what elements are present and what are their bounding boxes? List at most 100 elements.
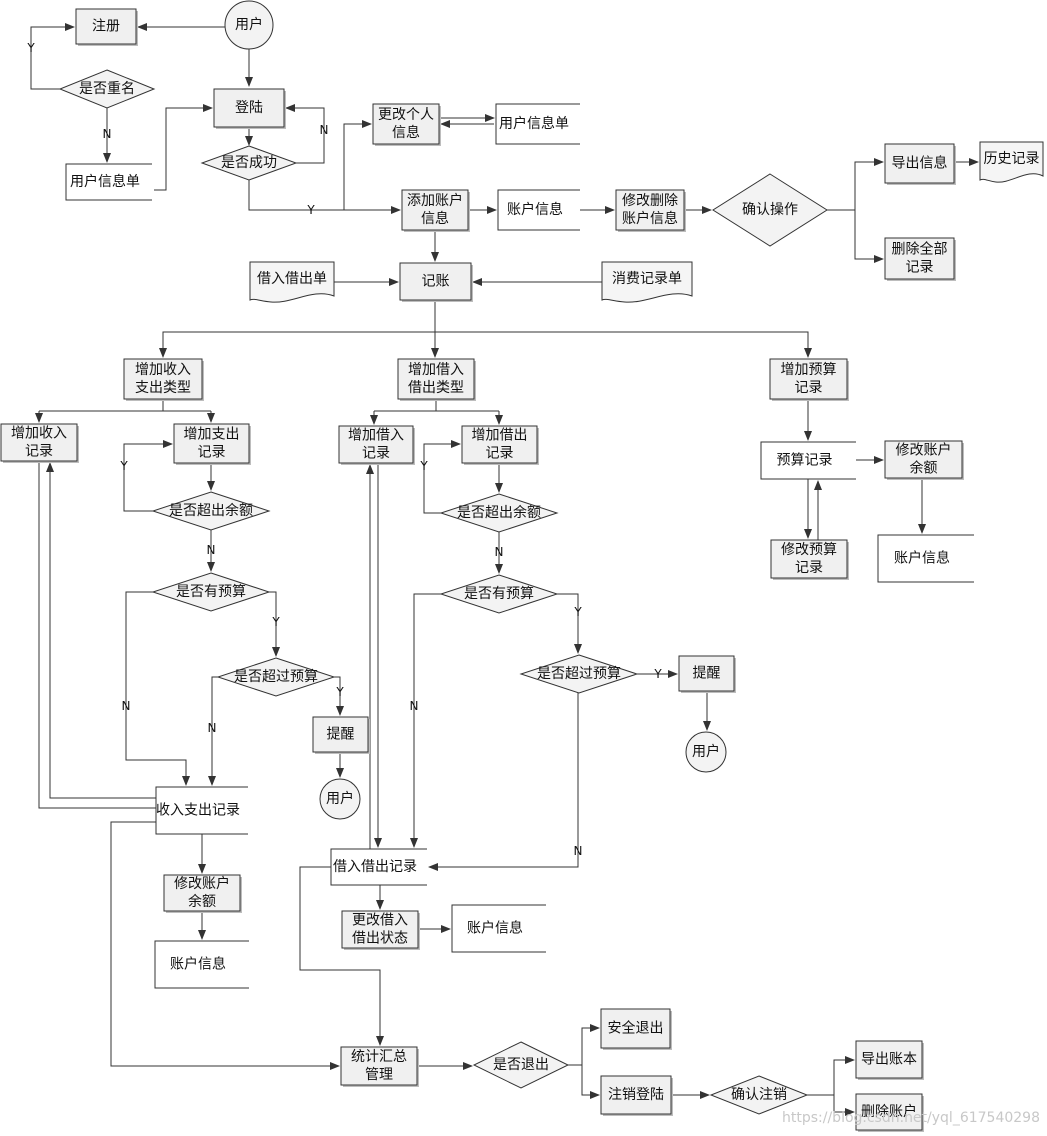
delete-all-label: 删除全部 <box>892 241 948 258</box>
login-ok-decision: 是否成功 <box>200 145 298 181</box>
connector-line <box>854 210 884 263</box>
no-label: N <box>574 844 583 858</box>
watermark: https://blog.csdn.net/yql_617540298 <box>782 1110 1040 1126</box>
modify-balance-1-label: 余额 <box>188 893 216 910</box>
modify-delete-account-label: 账户信息 <box>622 210 678 227</box>
user-2-terminator: 用户 <box>685 731 727 773</box>
user-top-label: 用户 <box>235 16 263 33</box>
connector-line <box>428 693 579 871</box>
account-info-2-label: 账户信息 <box>467 920 523 937</box>
account-info-3-label: 账户信息 <box>894 550 950 567</box>
connector-line <box>827 158 884 211</box>
consume-form-document: 消费记录单 <box>601 261 693 303</box>
add-account-label: 添加账户 <box>407 192 463 209</box>
connector-line <box>269 591 280 657</box>
connector-line <box>248 180 401 214</box>
user-info-left-label: 用户信息单 <box>70 173 140 190</box>
add-expense-record-label: 记录 <box>198 445 226 461</box>
connector-line <box>208 676 218 786</box>
user-1-label: 用户 <box>326 790 354 807</box>
borrow-lend-form-document: 借入借出单 <box>249 261 335 303</box>
yes-label: Y <box>573 605 582 619</box>
connector-line <box>334 676 344 716</box>
logout-label: 注销登陆 <box>608 1087 664 1103</box>
bookkeeping-box: 记账 <box>399 262 473 302</box>
budget-record-label: 预算记录 <box>777 453 833 469</box>
logout-box: 注销登陆 <box>600 1075 673 1116</box>
register-label: 注册 <box>92 19 120 35</box>
borrow-records-label: 借入借出记录 <box>333 859 417 875</box>
no-label: N <box>122 699 131 713</box>
over-budget-1-decision: 是否超过预算 <box>216 657 336 697</box>
yes-label: Y <box>26 41 35 55</box>
change-personal-label: 更改个人 <box>378 107 434 123</box>
delete-account-box: 删除账户 <box>855 1093 924 1132</box>
stats-label: 统计汇总 <box>351 1049 407 1065</box>
connector-line <box>159 331 435 358</box>
inout-records-label: 收入支出记录 <box>156 803 240 819</box>
add-budget-record-label: 记录 <box>795 380 823 396</box>
remind-1-label: 提醒 <box>327 727 355 743</box>
user-2-label: 用户 <box>692 743 720 760</box>
connector-line <box>410 593 441 848</box>
login-label: 登陆 <box>235 100 263 116</box>
delete-account-label: 删除账户 <box>861 1103 917 1120</box>
consume-form-label: 消费记录单 <box>612 271 682 287</box>
add-account-label: 信息 <box>421 210 449 227</box>
no-label: N <box>320 123 329 137</box>
add-borrow-type-label: 增加借入 <box>408 362 464 378</box>
connector-line <box>833 1095 855 1116</box>
yes-label: Y <box>306 203 315 217</box>
over-balance-1-label: 是否超出余额 <box>169 502 253 519</box>
connector-line <box>30 23 75 90</box>
over-budget-1-label: 是否超过预算 <box>234 669 318 685</box>
export-info-box: 导出信息 <box>884 143 956 185</box>
login-box: 登陆 <box>213 88 286 129</box>
add-expense-record-label: 增加支出 <box>184 427 240 443</box>
history-label: 历史记录 <box>984 151 1040 167</box>
account-info-top-datastore: 账户信息 <box>497 189 580 231</box>
exit-q-label: 是否退出 <box>493 1057 549 1073</box>
modify-budget-record-label: 修改预算 <box>781 542 837 558</box>
connector-line <box>807 1056 855 1096</box>
over-balance-2-decision: 是否超出余额 <box>439 493 559 533</box>
add-income-record-label: 记录 <box>25 444 53 460</box>
user-info-right-label: 用户信息单 <box>499 115 569 132</box>
over-budget-2-decision: 是否超过预算 <box>519 654 639 694</box>
over-balance-1-decision: 是否超出余额 <box>151 491 271 531</box>
stats-label: 管理 <box>365 1067 393 1083</box>
account-info-1-label: 账户信息 <box>170 956 226 973</box>
budget-record-datastore: 预算记录 <box>760 441 856 480</box>
modify-delete-account-label: 修改删除 <box>622 193 678 209</box>
remind-2-box: 提醒 <box>678 655 736 693</box>
add-inout-type-label: 支出类型 <box>135 380 191 396</box>
user-1-terminator: 用户 <box>319 778 361 820</box>
add-lend-record-label: 记录 <box>486 446 514 462</box>
change-personal-label: 信息 <box>392 124 420 141</box>
export-info-label: 导出信息 <box>892 155 948 172</box>
connector-line <box>581 1065 600 1099</box>
confirm-op-decision: 确认操作 <box>712 173 828 247</box>
connector-line <box>46 462 156 799</box>
dup-name-label: 是否重名 <box>79 81 135 97</box>
add-borrow-record-label: 增加借入 <box>348 428 404 444</box>
dup-name-decision: 是否重名 <box>58 69 156 109</box>
account-info-top-label: 账户信息 <box>507 201 563 218</box>
change-borrow-status-label: 更改借入 <box>352 913 408 929</box>
no-label: N <box>207 543 216 557</box>
add-inout-type-label: 增加收入 <box>135 362 191 378</box>
register-box: 注册 <box>75 8 138 46</box>
confirm-op-label: 确认操作 <box>742 202 798 218</box>
